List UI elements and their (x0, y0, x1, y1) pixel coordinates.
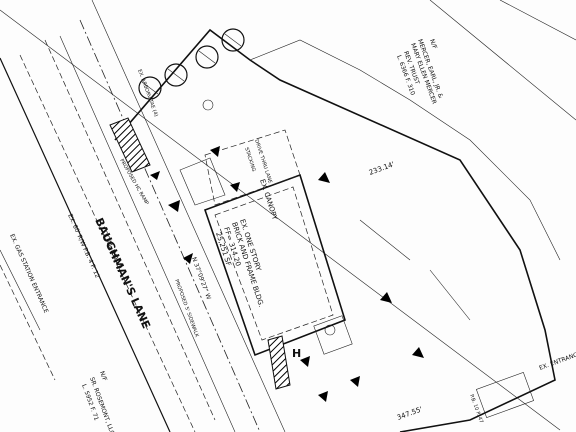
road-lines (0, 0, 286, 432)
sidewalk-label: PROPOSED 5' SIDEWALK (173, 279, 200, 339)
gas-entrance: EX. GAS STATION ENTRANCE (8, 233, 49, 314)
svg-text:N/F: N/F (428, 38, 438, 50)
dim-west-line: N 37°09'27" W (190, 256, 212, 300)
arrow-1 (150, 171, 160, 180)
drive-thru-label: DRIVE THRU LANE (253, 139, 273, 184)
arrow-7 (380, 292, 392, 303)
handicap-marker: H (292, 347, 301, 360)
arrow-4 (210, 146, 220, 157)
dim-south-line: 347.55' (396, 405, 424, 422)
stacking-label: STACKING (243, 147, 256, 173)
arrow-2 (168, 200, 180, 212)
dim-north-line: 233.14' (368, 160, 396, 177)
owner-south: N/F SR. ROSEMONT, LLC L. 5952 F. 71 (80, 370, 115, 432)
arrow-8 (412, 347, 424, 358)
arrow-10 (318, 391, 328, 402)
arrow-5 (230, 182, 240, 192)
arrow-3 (183, 253, 193, 264)
arrow-11 (300, 356, 310, 367)
arrow-9 (350, 376, 360, 387)
building (179, 157, 346, 357)
owner-north: N/F MERCER, EARL, JR. & MARY ELLEN MERCE… (395, 38, 444, 105)
traffic-arrows (150, 146, 424, 402)
arrow-6 (318, 172, 330, 183)
canopy (204, 129, 301, 206)
svg-text:N/F: N/F (98, 370, 108, 382)
arborvitae-trees (138, 28, 245, 100)
ex-entrance-label: EX. ENTRANCE (538, 350, 576, 372)
hatched-walkways (109, 117, 291, 390)
site-features (202, 99, 535, 419)
